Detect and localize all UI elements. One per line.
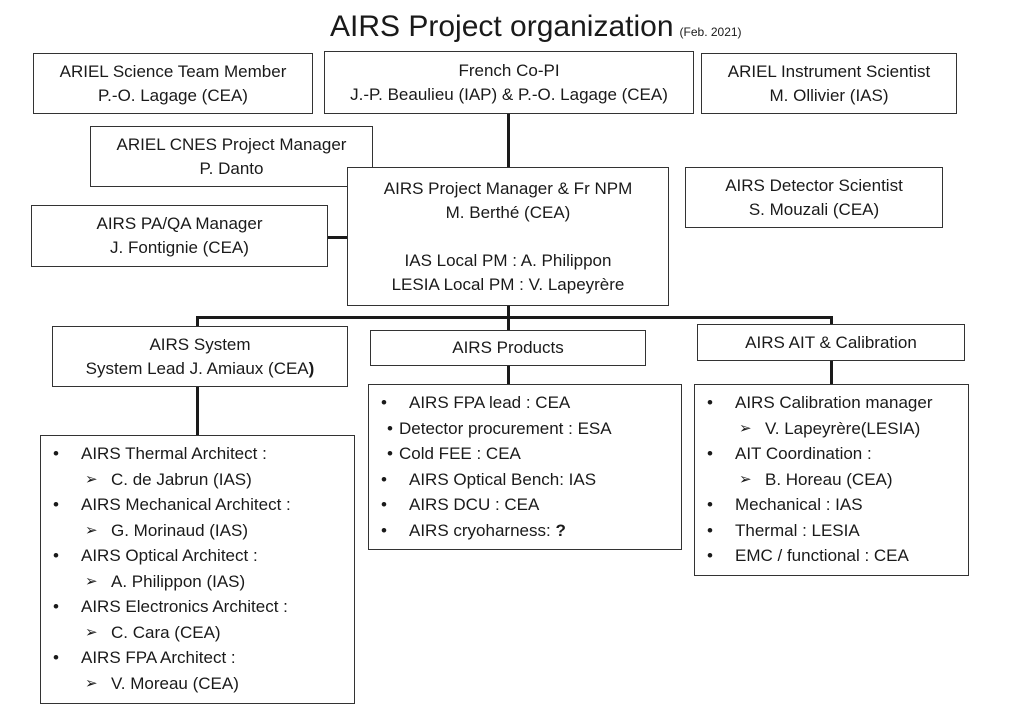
list-item: AIRS Mechanical Architect : xyxy=(41,492,354,518)
co-pi-role: French Co-PI xyxy=(458,60,560,80)
instrument-scientist-name: M. Ollivier (IAS) xyxy=(769,85,889,105)
connector-to-system xyxy=(196,316,199,327)
date-label: (Feb. 2021) xyxy=(679,25,742,39)
list-item: Thermal : LESIA xyxy=(695,518,968,544)
co-pi-box: French Co-PI J.-P. Beaulieu (IAP) & P.-O… xyxy=(324,51,694,114)
list-item: Mechanical : IAS xyxy=(695,492,968,518)
pm-name: M. Berthé (CEA) xyxy=(445,202,571,222)
list-item: EMC / functional : CEA xyxy=(695,543,968,569)
list-item: G. Morinaud (IAS) xyxy=(41,518,354,544)
system-title: AIRS System xyxy=(149,334,251,354)
ait-title: AIRS AIT & Calibration xyxy=(745,332,917,352)
cnes-pm-name: P. Danto xyxy=(199,158,264,178)
system-lead-close: ) xyxy=(308,358,315,378)
system-box: AIRS System System Lead J. Amiaux (CEA) xyxy=(52,326,348,387)
paqa-box: AIRS PA/QA Manager J. Fontignie (CEA) xyxy=(31,205,328,267)
list-item: Detector procurement : ESA xyxy=(369,416,681,442)
pm-role: AIRS Project Manager & Fr NPM xyxy=(383,178,633,198)
connector-pm-branch xyxy=(507,305,510,319)
connector-horizontal xyxy=(196,316,833,319)
cryoharness-unknown: ? xyxy=(555,520,566,540)
page-title: AIRS Project organization (Feb. 2021) xyxy=(330,10,742,44)
list-item: AIRS Optical Bench: IAS xyxy=(369,467,681,493)
list-item: C. de Jabrun (IAS) xyxy=(41,467,354,493)
list-item: AIRS FPA lead : CEA xyxy=(369,390,681,416)
instrument-scientist-role: ARIEL Instrument Scientist xyxy=(727,61,931,81)
connector-system-list xyxy=(196,386,199,435)
ait-list-box: AIRS Calibration manager V. Lapeyrère(LE… xyxy=(694,384,969,576)
list-item: AIT Coordination : xyxy=(695,441,968,467)
products-list: AIRS FPA lead : CEA Detector procurement… xyxy=(369,390,681,543)
system-lead: System Lead J. Amiaux (CEA) xyxy=(53,357,347,381)
connector-paqa-pm xyxy=(327,236,347,239)
system-list: AIRS Thermal Architect : C. de Jabrun (I… xyxy=(41,441,354,696)
co-pi-name: J.-P. Beaulieu (IAP) & P.-O. Lagage (CEA… xyxy=(350,84,668,104)
cnes-pm-role: ARIEL CNES Project Manager xyxy=(116,134,347,154)
system-list-box: AIRS Thermal Architect : C. de Jabrun (I… xyxy=(40,435,355,704)
list-item: AIRS Calibration manager xyxy=(695,390,968,416)
connector-to-products xyxy=(507,316,510,330)
products-box: AIRS Products xyxy=(370,330,646,366)
list-item: V. Lapeyrère(LESIA) xyxy=(695,416,968,442)
science-team-member-role: ARIEL Science Team Member xyxy=(59,61,287,81)
science-team-member-box: ARIEL Science Team Member P.-O. Lagage (… xyxy=(33,53,313,114)
connector-ait-list xyxy=(830,360,833,385)
list-item: V. Moreau (CEA) xyxy=(41,671,354,697)
connector-to-ait xyxy=(830,316,833,325)
pm-ias-local: IAS Local PM : A. Philippon xyxy=(404,250,612,270)
list-item: AIRS Optical Architect : xyxy=(41,543,354,569)
ait-box: AIRS AIT & Calibration xyxy=(697,324,965,361)
connector-copi-pm xyxy=(507,114,510,168)
project-manager-box: AIRS Project Manager & Fr NPM M. Berthé … xyxy=(347,167,669,306)
list-item: AIRS FPA Architect : xyxy=(41,645,354,671)
list-item: A. Philippon (IAS) xyxy=(41,569,354,595)
list-item: AIRS DCU : CEA xyxy=(369,492,681,518)
detector-scientist-box: AIRS Detector Scientist S. Mouzali (CEA) xyxy=(685,167,943,228)
list-item: AIRS Thermal Architect : xyxy=(41,441,354,467)
list-item: B. Horeau (CEA) xyxy=(695,467,968,493)
detector-scientist-name: S. Mouzali (CEA) xyxy=(748,199,880,219)
pm-spacer xyxy=(348,225,668,249)
paqa-name: J. Fontignie (CEA) xyxy=(110,238,249,257)
title-text: AIRS Project organization xyxy=(330,10,674,43)
cryoharness-label: AIRS cryoharness: xyxy=(409,520,556,540)
list-item: AIRS cryoharness: ? xyxy=(369,518,681,544)
paqa-role: AIRS PA/QA Manager xyxy=(96,214,263,233)
list-item: AIRS Electronics Architect : xyxy=(41,594,354,620)
list-item: Cold FEE : CEA xyxy=(369,441,681,467)
cnes-pm-box: ARIEL CNES Project Manager P. Danto xyxy=(90,126,373,187)
system-lead-text: System Lead J. Amiaux (CEA xyxy=(85,358,309,378)
science-team-member-name: P.-O. Lagage (CEA) xyxy=(98,85,248,105)
products-title: AIRS Products xyxy=(452,338,564,357)
connector-products-list xyxy=(507,365,510,385)
instrument-scientist-box: ARIEL Instrument Scientist M. Ollivier (… xyxy=(701,53,957,114)
detector-scientist-role: AIRS Detector Scientist xyxy=(725,175,903,195)
pm-lesia-local: LESIA Local PM : V. Lapeyrère xyxy=(391,274,625,294)
products-list-box: AIRS FPA lead : CEA Detector procurement… xyxy=(368,384,682,550)
ait-list: AIRS Calibration manager V. Lapeyrère(LE… xyxy=(695,390,968,569)
list-item: C. Cara (CEA) xyxy=(41,620,354,646)
